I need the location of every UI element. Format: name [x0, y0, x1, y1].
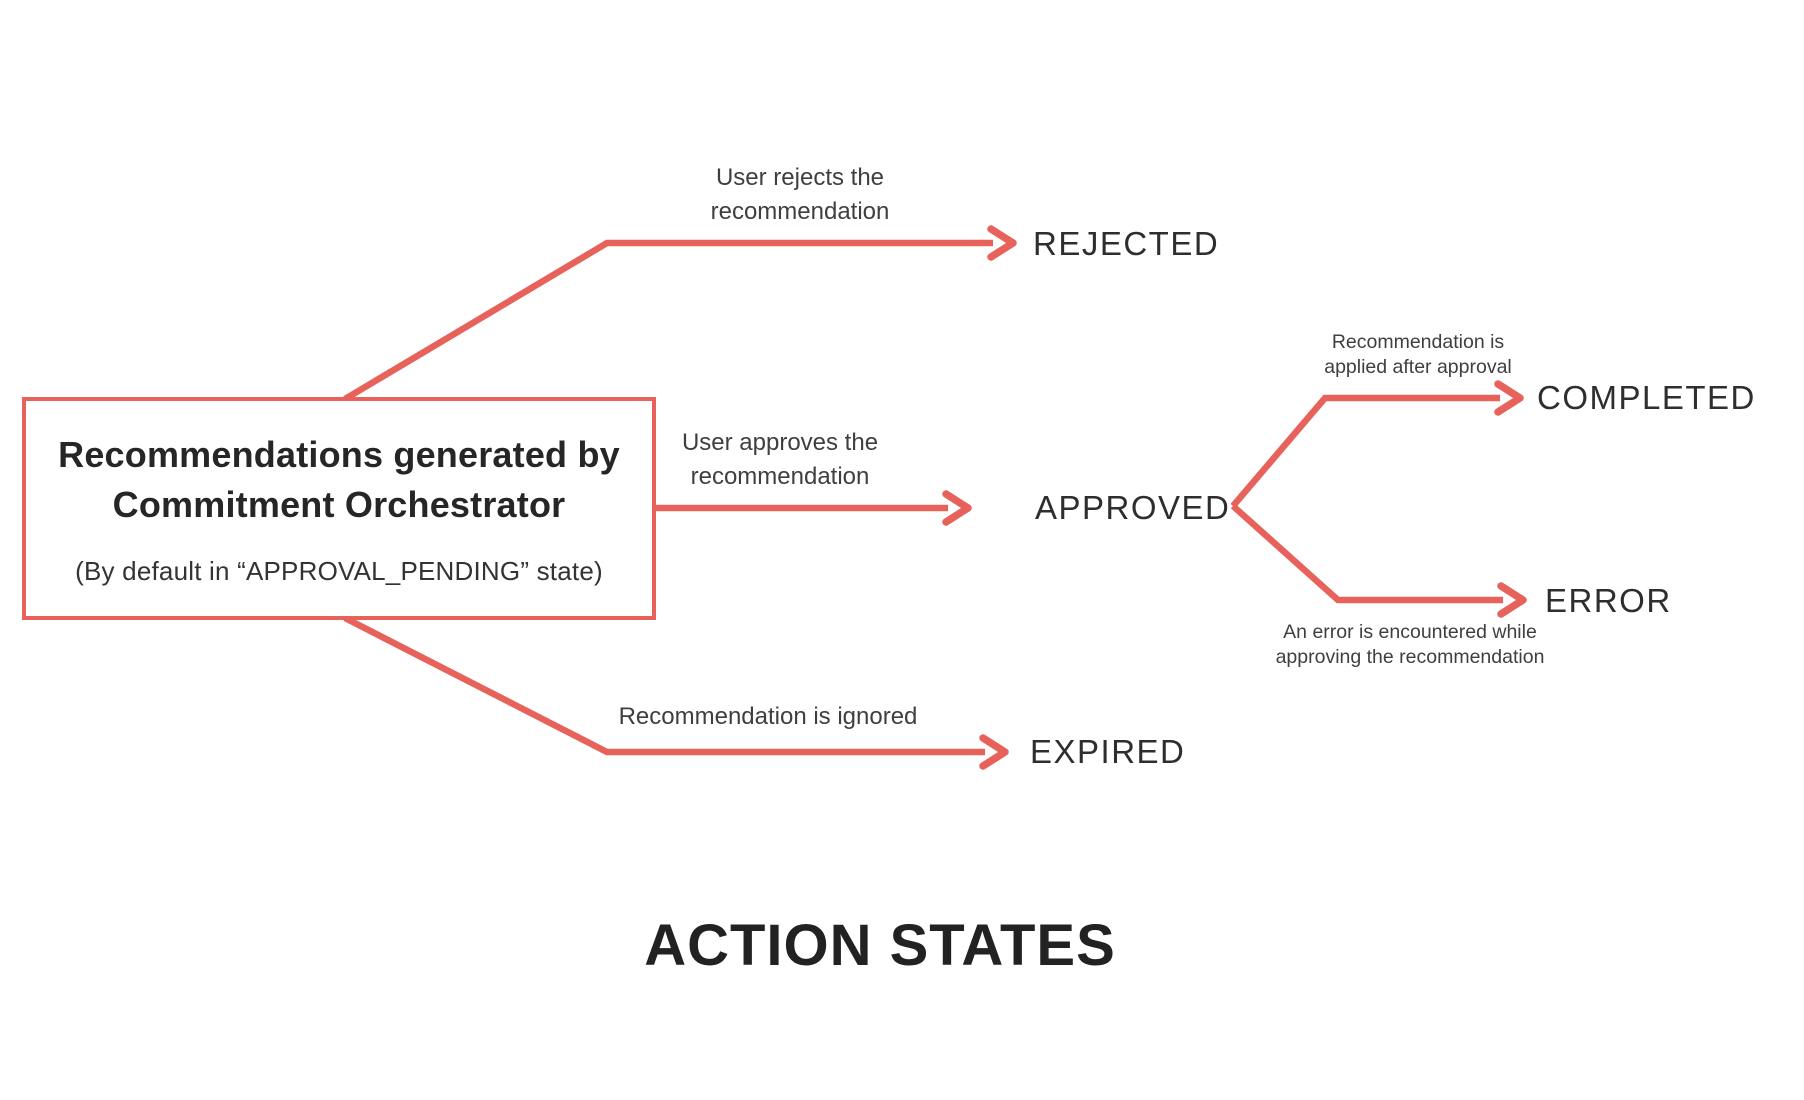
- source-state-box: Recommendations generated by Commitment …: [22, 397, 656, 620]
- state-approved: APPROVED: [1035, 489, 1231, 526]
- state-completed: COMPLETED: [1537, 379, 1756, 416]
- arrow-to-expired: [343, 615, 1009, 770]
- state-rejected: REJECTED: [1033, 225, 1220, 262]
- caption-error-while-approving: An error is encountered while approving …: [1275, 621, 1545, 668]
- diagram-title: ACTION STATES: [644, 913, 1116, 978]
- state-error: ERROR: [1545, 582, 1672, 619]
- arrow-to-rejected: [343, 225, 1017, 402]
- state-expired: EXPIRED: [1030, 733, 1186, 770]
- caption-user-approves: User approves the recommendation: [681, 429, 879, 490]
- caption-applied-after-approval: Recommendation is applied after approval: [1324, 331, 1512, 378]
- source-state-default-note: (By default in “APPROVAL_PENDING” state): [75, 556, 603, 586]
- source-state-heading: Recommendations generated by Commitment …: [58, 434, 620, 525]
- arrow-to-error: [1230, 503, 1527, 618]
- arrow-to-completed: [1230, 380, 1524, 509]
- caption-recommendation-ignored: Recommendation is ignored: [618, 703, 918, 730]
- caption-user-rejects: User rejects the recommendation: [710, 164, 890, 225]
